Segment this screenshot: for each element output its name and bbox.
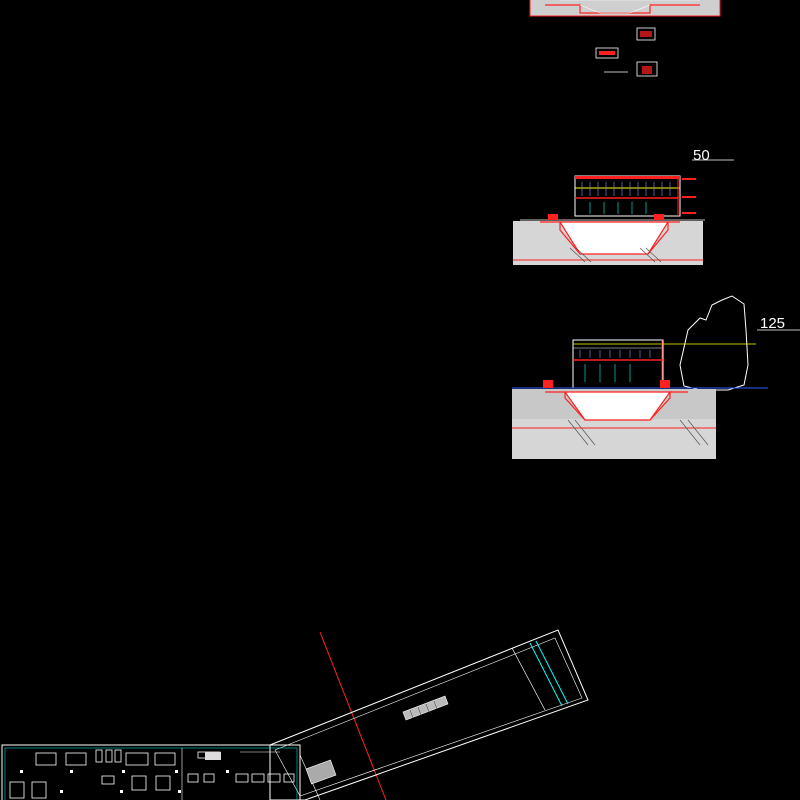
section-cut-line [319,631,387,800]
plan-view [1,629,589,800]
top-section-cropped [529,0,721,17]
scale-label-125: 125 [760,315,785,332]
tree-outline [679,295,749,391]
building-plan-outline [1,744,301,800]
stair-block [305,759,337,785]
building-outline [574,175,681,217]
building-outline [572,339,664,389]
detail-sketches [595,27,658,77]
corridor-outline [269,629,589,800]
section-scale-50: 50 [513,147,734,265]
scale-label-50: 50 [693,147,710,164]
corridor-stair [402,695,449,721]
section-scale-125: 125 [512,295,800,459]
soil-block [530,0,720,16]
